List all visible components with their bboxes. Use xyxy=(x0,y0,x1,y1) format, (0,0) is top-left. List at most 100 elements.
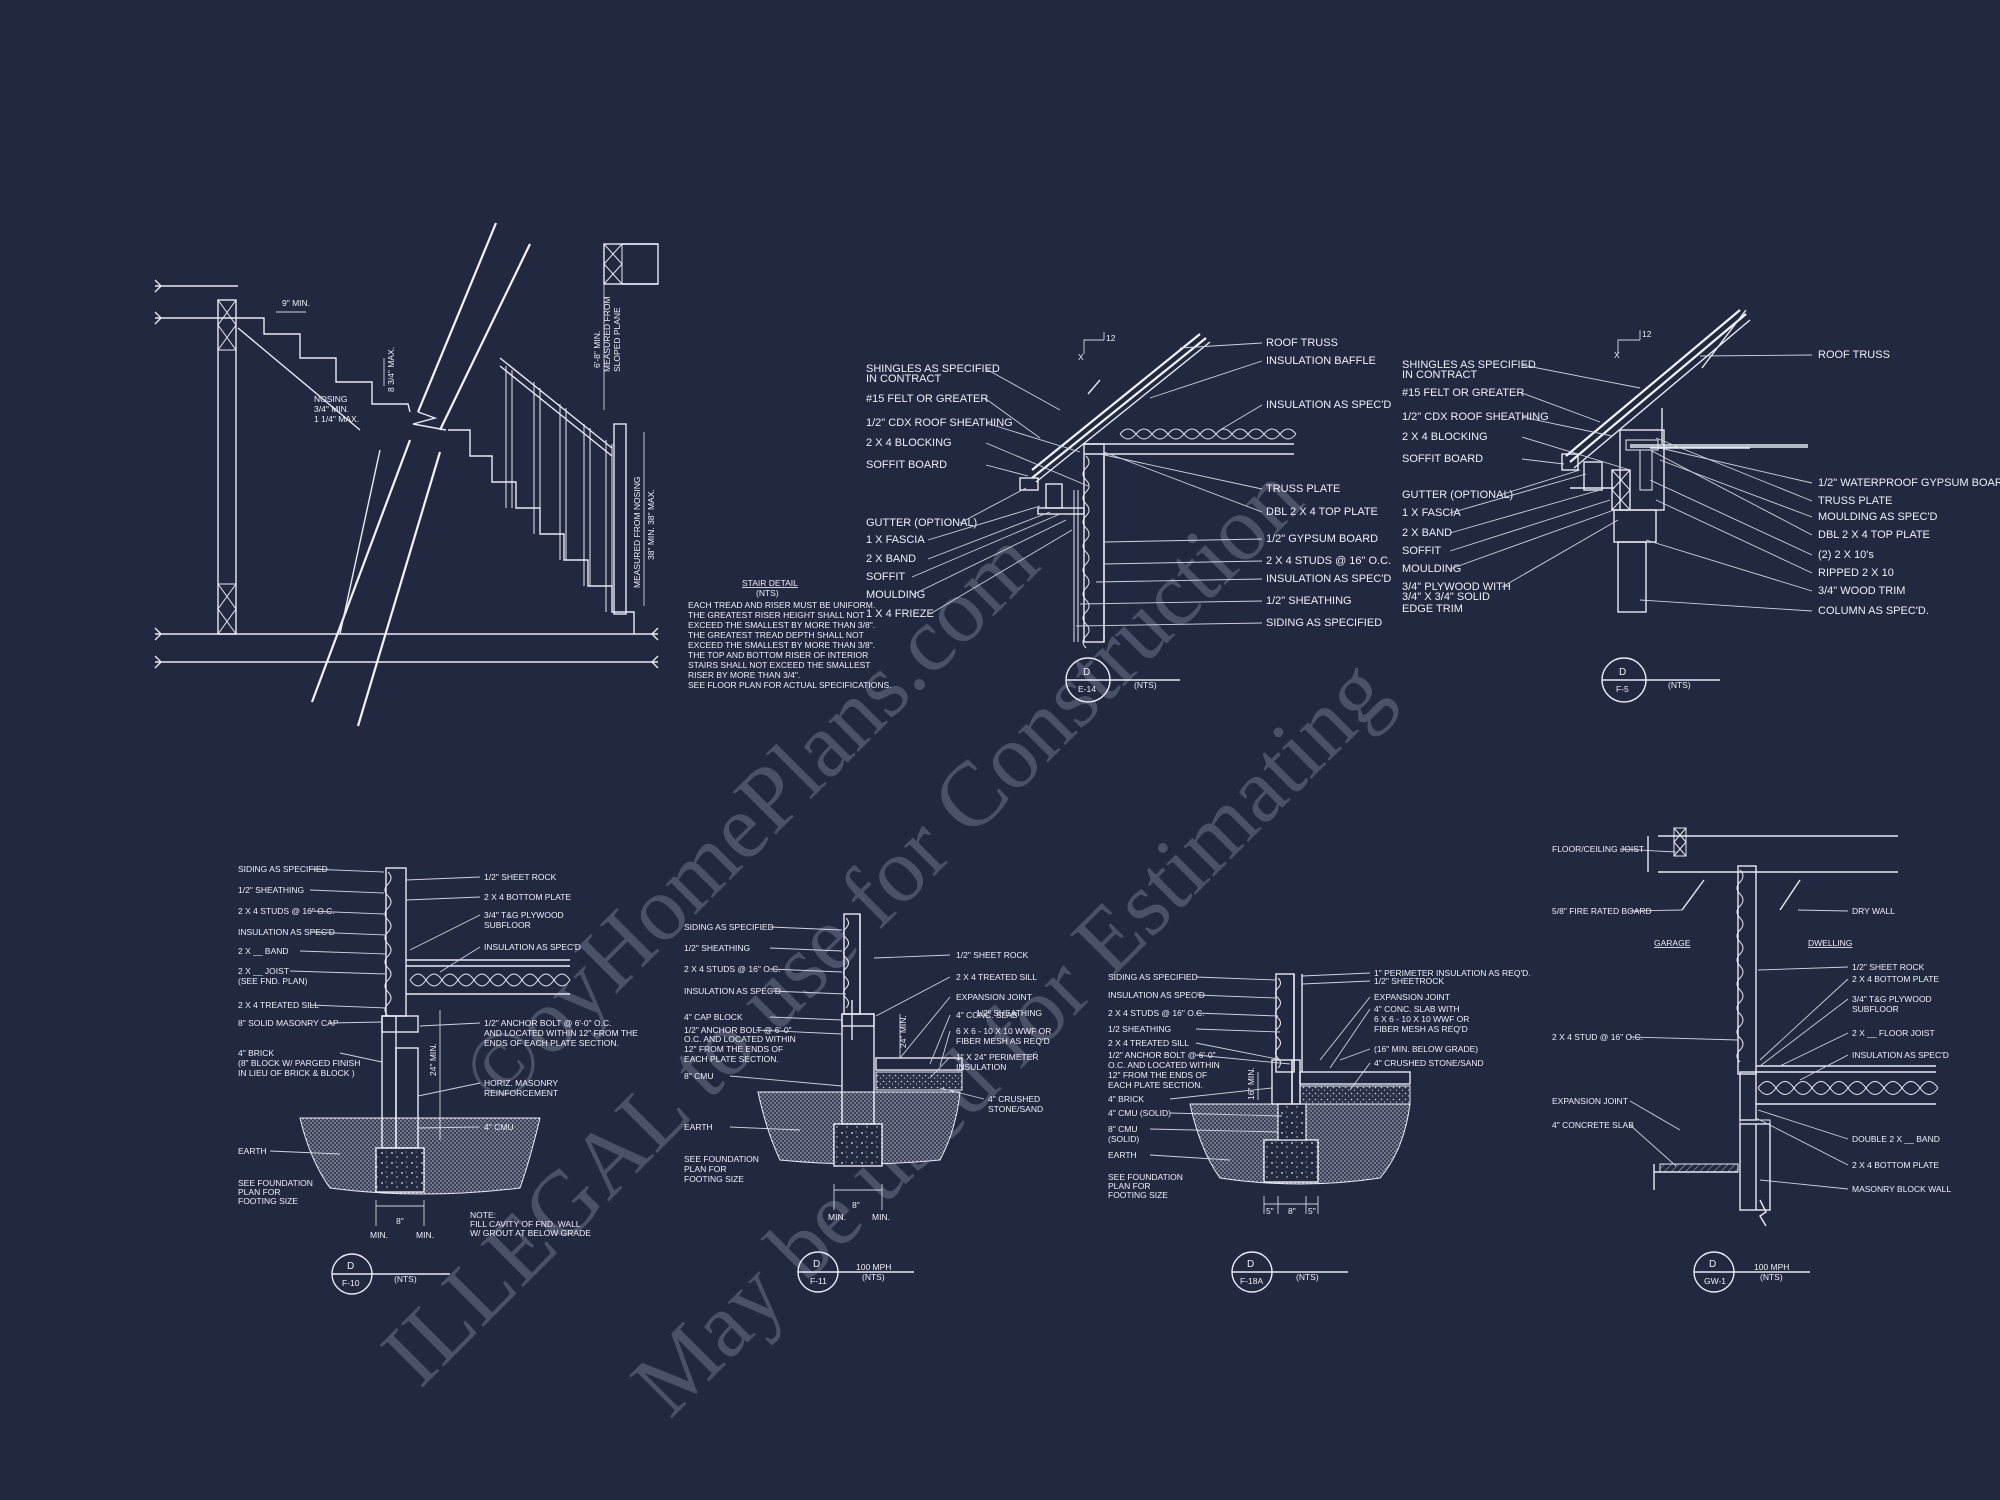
f18a-left_labels-label-16: FOOTING SIZE xyxy=(1108,1190,1168,1200)
e14-tag-number: E-14 xyxy=(1078,684,1096,694)
f10-left_labels-label-3: INSULATION AS SPEC'D xyxy=(238,927,335,937)
f10-left_labels-label-6: (SEE FND. PLAN) xyxy=(238,976,308,986)
f5-right_labels-label-6: RIPPED 2 X 10 xyxy=(1818,567,1894,579)
leader-line xyxy=(309,868,385,873)
stair-note: EACH TREAD AND RISER MUST BE UNIFORM.THE… xyxy=(688,600,875,680)
gw1-right_labels-label-3: 3/4" T&G PLYWOOD xyxy=(1852,994,1932,1004)
f5-right_labels-label-0: ROOF TRUSS xyxy=(1818,349,1890,361)
leader-line xyxy=(1659,459,1813,518)
f5-tag-number: F-5 xyxy=(1616,684,1629,694)
f11-right_labels-label-1: 2 X 4 TREATED SILL xyxy=(956,972,1037,982)
leader-line xyxy=(959,487,1027,524)
f18a-left_labels-label-7: 12" FROM THE ENDS OF xyxy=(1108,1070,1207,1080)
e14-right_labels-label-9: SIDING AS SPECIFIED xyxy=(1266,617,1382,629)
gw1-scale: (NTS) xyxy=(1760,1272,1783,1282)
f18a-right_labels-label-5: FIBER MESH AS REQ'D xyxy=(1374,1024,1468,1034)
f11-left_labels-label-6: O.C. AND LOCATED WITHIN xyxy=(684,1034,796,1044)
leader-line xyxy=(409,914,481,951)
f18a-left_labels-label-15: PLAN FOR xyxy=(1108,1181,1151,1191)
leader-line xyxy=(1301,972,1371,977)
stair-note-line-3: THE GREATEST TREAD DEPTH SHALL NOT xyxy=(688,630,864,640)
leader-line xyxy=(289,970,387,975)
f5-tag-letter: D xyxy=(1619,667,1626,678)
leader-line xyxy=(1521,416,1613,437)
leader-line xyxy=(1619,848,1677,853)
leader-line xyxy=(1629,909,1683,912)
f5-left_labels-label-3: 1/2" CDX ROOF SHEATHING xyxy=(1402,411,1549,423)
f18a-dim-16: 16" MIN. xyxy=(1246,1067,1256,1100)
leader-line xyxy=(1329,1008,1371,1069)
leader-line xyxy=(985,442,1089,487)
stair-note-line-2: EXCEED THE SMALLEST BY MORE THAN 3/8". xyxy=(688,620,875,630)
stair-note-last: SEE FLOOR PLAN FOR ACTUAL SPECIFICATIONS… xyxy=(688,680,892,690)
leader-line xyxy=(927,505,1041,541)
f11-right_labels-label-10: STONE/SAND xyxy=(988,1104,1043,1114)
leader-line xyxy=(1149,1128,1279,1133)
gw1-left_labels-label-2: 2 X 4 STUD @ 16" O.C. xyxy=(1552,1032,1643,1042)
leader-line xyxy=(1521,436,1631,471)
leader-line xyxy=(1521,392,1601,423)
f10-left_labels-label-5: 2 X __ JOIST xyxy=(238,966,289,976)
f10-left_labels-label-1: 1/2" SHEATHING xyxy=(238,885,304,895)
e14-left_labels-label-3: 1/2" CDX ROOF SHEATHING xyxy=(866,417,1013,429)
f5-left_labels-label-13: EDGE TRIM xyxy=(1402,603,1463,615)
f5-left_labels-label-8: 2 X BAND xyxy=(1402,527,1452,539)
leader-line xyxy=(1757,1109,1849,1140)
e14-tag-letter: D xyxy=(1083,667,1090,678)
f11-left_labels-label-2: 2 X 4 STUDS @ 16" O.C. xyxy=(684,964,781,974)
leader-line xyxy=(1649,449,1813,536)
gw1-left_labels-label-0: FLOOR/CEILING JOIST xyxy=(1552,844,1644,854)
leader-line xyxy=(1629,1124,1677,1167)
f5-left_labels-label-6: GUTTER (OPTIONAL) xyxy=(1402,489,1513,501)
leader-line xyxy=(1195,994,1277,999)
gw1-left_labels-label-3: EXPANSION JOINT xyxy=(1552,1096,1628,1106)
stair-dim-tread: 9" MIN. xyxy=(282,298,310,308)
f11-tag-number: F-11 xyxy=(810,1276,827,1286)
f11-left_labels-label-7: 12" FROM THE ENDS OF xyxy=(684,1044,783,1054)
f5-slope-rise: 12 xyxy=(1642,329,1652,339)
gw1-right_labels-label-1: 1/2" SHEET ROCK xyxy=(1852,962,1925,972)
f18a-left_labels-label-11: 8" CMU xyxy=(1108,1124,1137,1134)
gw1-garage-label: GARAGE xyxy=(1654,938,1691,948)
leader-line xyxy=(769,968,843,973)
leader-line xyxy=(1499,469,1581,496)
f10-note-3: W/ GROUT AT BELOW GRADE xyxy=(470,1228,591,1238)
f5-left_labels-label-0: SHINGLES AS SPECIFIED xyxy=(1402,359,1536,371)
f10-left_labels-label-10: (8" BLOCK W/ PARGED FINISH xyxy=(238,1058,360,1068)
f11-left_labels-label-10: EARTH xyxy=(684,1122,713,1132)
f11-right_labels-label-7: 1" X 24" PERIMETER xyxy=(956,1052,1039,1062)
f10-left_labels-label-4: 2 X __ BAND xyxy=(238,946,289,956)
gw1-right_labels-label-7: DOUBLE 2 X __ BAND xyxy=(1852,1134,1940,1144)
f10-left_labels-label-7: 2 X 4 TREATED SILL xyxy=(238,1000,319,1010)
f11-left_labels-label-9: 8" CMU xyxy=(684,1071,713,1081)
leader-line xyxy=(1103,560,1263,565)
f18a-left_labels-label-6: O.C. AND LOCATED WITHIN xyxy=(1108,1060,1220,1070)
gw1-right_labels-label-5: 2 X __ FLOOR JOIST xyxy=(1852,1028,1935,1038)
f10-left_labels-label-2: 2 X 4 STUDS @ 16" O.C. xyxy=(238,906,335,916)
leader-line xyxy=(1797,909,1849,912)
f10-right_labels-label-10: 4" CMU xyxy=(484,1122,513,1132)
leader-line xyxy=(1149,1154,1231,1161)
leader-line xyxy=(329,1021,383,1024)
leader-line xyxy=(1195,976,1277,981)
f5-right_labels-label-1: 1/2" WATERPROOF GYPSUM BOARD xyxy=(1818,477,2000,489)
e14-right_labels-label-8: 1/2" SHEATHING xyxy=(1266,595,1352,607)
f11-left_labels-label-12: PLAN FOR xyxy=(684,1164,727,1174)
gw1-right_labels-label-0: DRY WALL xyxy=(1852,906,1895,916)
f10-left_labels-label-8: 8" SOLID MASONRY CAP xyxy=(238,1018,339,1028)
stair-dim-headroom-2: MEASURED FROM xyxy=(602,296,612,372)
f18a-dim-5-b: 5" xyxy=(1308,1206,1316,1216)
f18a-dim-8: 8" xyxy=(1288,1206,1296,1216)
f11-right_labels-label-4: 1/2" SHEATHING xyxy=(976,1008,1042,1018)
leader-line xyxy=(1449,489,1601,534)
f10-left_labels-label-13: SEE FOUNDATION xyxy=(238,1178,313,1188)
stair-note-line-4: EXCEED THE SMALLEST BY MORE THAN 3/8". xyxy=(688,640,875,650)
f5-left_labels-label-10: MOULDING xyxy=(1402,563,1461,575)
f10-right_labels-label-2: 3/4" T&G PLYWOOD xyxy=(484,910,564,920)
f10-note-2: FILL CAVITY OF FND. WALL xyxy=(470,1219,581,1229)
stair-note-line-7: RISER BY MORE THAN 3/4". xyxy=(688,670,800,680)
gw1-tag-letter: D xyxy=(1709,1259,1716,1270)
e14-right_labels-label-2: INSULATION AS SPEC'D xyxy=(1266,399,1391,411)
